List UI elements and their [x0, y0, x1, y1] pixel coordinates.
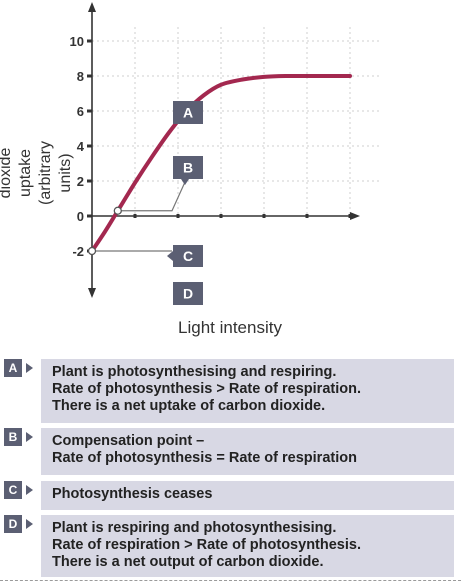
x-tick-mark: [348, 214, 352, 218]
y-axis-label-container: Carbon dioxide uptake (arbitrary units): [0, 0, 74, 345]
legend-row-b: B Compensation point – Rate of photosynt…: [0, 428, 458, 475]
y-tick-label: 10: [70, 34, 84, 49]
y-tick-mark: [87, 74, 92, 78]
arrow-right-icon: [26, 363, 33, 373]
y-tick-mark: [87, 39, 92, 43]
legend-text-c: Photosynthesis ceases: [52, 486, 213, 502]
y-tick-mark: [87, 214, 92, 218]
arrow-right-icon: [26, 432, 33, 442]
y-axis-arrow-up: [88, 2, 96, 12]
callout-label-b: B: [183, 160, 193, 176]
callout-box-c: [173, 245, 203, 267]
y-tick-mark: [87, 109, 92, 113]
divider: [0, 580, 461, 582]
legend-panel-b: Compensation point – Rate of photosynthe…: [41, 428, 454, 475]
legend-row-c: C Photosynthesis ceases: [0, 481, 458, 510]
callout-b-pointer: [181, 179, 189, 185]
y-tick-mark: [87, 179, 92, 183]
legend-row-a: A Plant is photosynthesising and respiri…: [0, 359, 458, 423]
callout-b-leader: [117, 181, 186, 212]
legend-text-a: Plant is photosynthesising and respiring…: [52, 364, 361, 414]
uptake-curve-line: [90, 73, 352, 253]
x-axis-label: Light intensity: [178, 318, 282, 337]
y-tick-label: 4: [77, 139, 85, 154]
y-axis-label: Carbon dioxide uptake (arbitrary units): [0, 140, 74, 205]
y-tick-label: 0: [77, 209, 84, 224]
legend-key-b: B: [4, 428, 22, 446]
callout-label-c: C: [183, 248, 193, 264]
legend-text-b: Compensation point – Rate of photosynthe…: [52, 433, 357, 466]
y-tick-label: 6: [77, 104, 84, 119]
x-tick-mark: [133, 214, 137, 218]
legend-row-d: D Plant is respiring and photosynthesisi…: [0, 515, 458, 577]
y-tick-labels: 10 8 6 4 2 0 -2: [70, 34, 85, 259]
y-tick-label: -2: [72, 244, 84, 259]
y-axis-arrow-down: [88, 288, 96, 298]
chart-grid: [92, 27, 381, 216]
legend-panel-c: Photosynthesis ceases: [41, 481, 454, 510]
y-tick-mark: [87, 144, 92, 148]
chart-callouts: A B C D: [87, 101, 203, 305]
callout-label-d: D: [183, 286, 193, 302]
callout-box-d: [173, 282, 203, 305]
legend-panel-d: Plant is respiring and photosynthesising…: [41, 515, 454, 577]
x-tick-mark: [176, 214, 180, 218]
callout-label-a: A: [183, 105, 193, 121]
legend-panel-a: Plant is photosynthesising and respiring…: [41, 359, 454, 423]
x-tick-mark: [219, 214, 223, 218]
callout-c-pointer: [167, 251, 173, 261]
x-tick-mark: [262, 214, 266, 218]
uptake-curve: [90, 73, 352, 253]
arrow-right-icon: [26, 485, 33, 495]
callout-box-a: [173, 101, 203, 124]
co2-uptake-chart: 10 8 6 4 2 0 -2 A B C D: [70, 2, 381, 305]
legend-key-d: D: [4, 515, 22, 533]
x-axis-arrow: [350, 212, 360, 220]
chart-axes: [87, 2, 360, 298]
legend-key-c: C: [4, 481, 22, 499]
point-marker: [113, 206, 122, 215]
point-marker: [87, 246, 97, 256]
arrow-right-icon: [26, 519, 33, 529]
legend-text-d: Plant is respiring and photosynthesising…: [52, 520, 361, 570]
x-tick-mark: [305, 214, 309, 218]
y-tick-label: 8: [77, 69, 84, 84]
callout-box-b: [173, 156, 203, 179]
legend-key-a: A: [4, 359, 22, 377]
y-tick-label: 2: [77, 174, 84, 189]
